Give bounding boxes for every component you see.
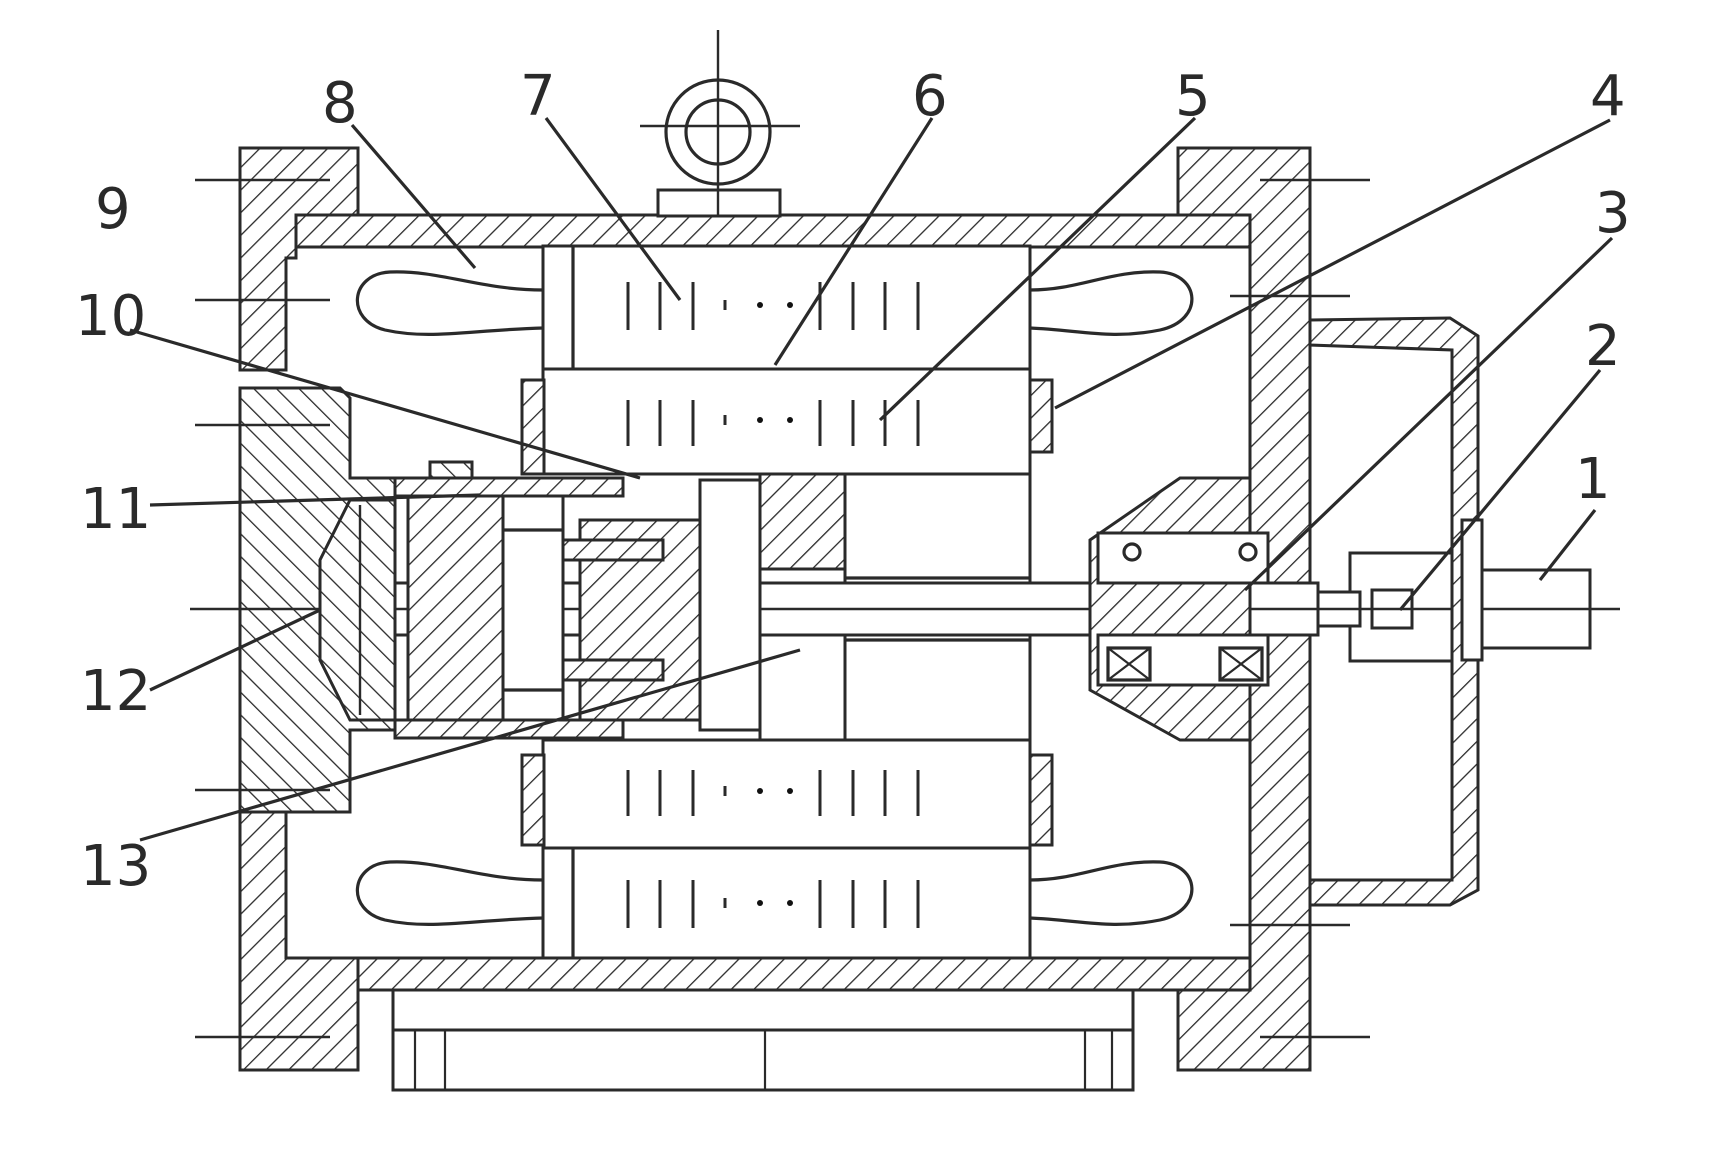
housing-top-wall [248,213,1252,249]
stator-laminations-bottom [626,880,920,928]
callout-9: 9 [95,177,131,242]
brake-pad [698,478,762,732]
stator-core-bottom [541,846,1032,960]
stator-core-top [541,244,1032,371]
callout-8: 8 [322,71,358,136]
rotor-key-hatched [758,472,847,571]
callout-10: 10 [75,284,146,349]
leader-1 [1538,509,1597,581]
rotor-end-ring-bottom-left [520,753,546,847]
leader-4 [1054,118,1611,410]
callout-4: 4 [1590,64,1626,129]
left-flange-top [238,146,360,372]
rotor-end-ring-top-left [520,378,546,476]
bearing-housing [1088,476,1252,742]
rotor-core-bottom [541,738,1032,850]
bearing-lower [1096,633,1270,687]
callout-5: 5 [1175,64,1211,129]
leader-12 [149,608,321,692]
leader-lines [129,116,1614,842]
leader-2 [1398,368,1602,612]
bearing-cap [406,494,505,722]
base-foot [391,1028,1135,1092]
rotor-end-ring-top-right [1028,378,1054,454]
callout-7: 7 [520,64,556,129]
cone-element [318,498,397,722]
housing [238,30,1312,1092]
rotor-end-ring-bottom-right [1028,753,1054,847]
leader-3 [1243,236,1614,592]
bearing-inner [501,494,565,722]
housing-bottom-wall [248,956,1252,992]
callout-12: 12 [80,659,151,724]
callout-2: 2 [1585,314,1621,379]
inner-sleeve-top [393,476,625,498]
callout-6: 6 [912,64,948,129]
leader-5 [878,116,1197,422]
leader-8 [350,123,477,270]
fan-cover-boss [1460,518,1484,662]
leader-7 [544,117,682,301]
base-plate [391,988,1135,1032]
left-bearing-assembly [318,476,762,740]
leader-11 [149,493,481,507]
callout-3: 3 [1595,181,1631,246]
fan-cover [1308,316,1480,907]
stator-laminations-top [626,282,920,330]
callout-13: 13 [80,834,151,899]
leader-10 [129,328,641,480]
callout-11: 11 [80,477,151,542]
callout-labels: 1 2 3 4 5 6 7 8 9 10 11 12 13 [75,64,1631,899]
rotor-laminations-top [626,400,920,446]
right-bearing-assembly [1088,294,1484,927]
rotor-core-top [541,367,1032,476]
callout-1: 1 [1575,447,1611,512]
mounting-center-marks [195,178,1370,1039]
right-end-wall [1176,146,1312,1072]
leader-6 [773,117,934,366]
leader-13 [139,648,801,842]
rotor-laminations-bottom [626,770,920,816]
lifting-eye [640,30,800,218]
